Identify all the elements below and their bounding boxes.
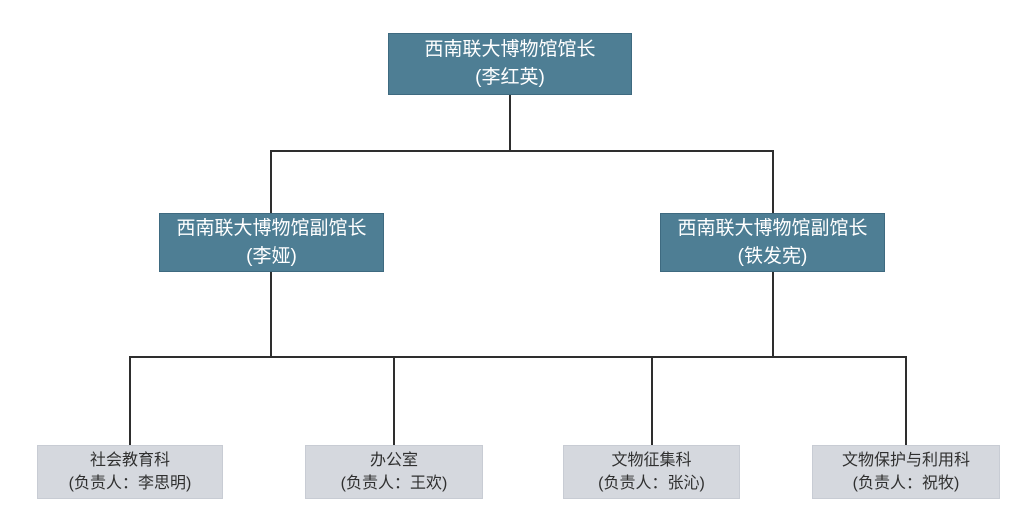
node-deputy-right: 西南联大博物馆副馆长 (铁发宪) xyxy=(660,213,885,272)
connector-level2-horizontal xyxy=(129,356,907,358)
node-dept-1-title: 社会教育科 xyxy=(89,452,170,469)
connector-dept-2-drop xyxy=(393,356,395,445)
connector-dept-3-drop xyxy=(651,356,653,445)
node-director-person: (李红英) xyxy=(475,67,545,88)
connector-deputy-left-stem xyxy=(270,272,272,358)
node-dept-social-education: 社会教育科 (负责人：李思明) xyxy=(37,445,223,499)
node-deputy-left: 西南联大博物馆副馆长 (李娅) xyxy=(159,213,384,272)
node-deputy-right-title: 西南联大博物馆副馆长 xyxy=(677,217,868,239)
node-dept-office: 办公室 (负责人：王欢) xyxy=(305,445,483,499)
node-director: 西南联大博物馆馆长 (李红英) xyxy=(388,33,632,95)
node-dept-relic-protection: 文物保护与利用科 (负责人：祝牧) xyxy=(812,445,1000,499)
node-dept-4-title: 文物保护与利用科 xyxy=(841,452,970,469)
node-director-title: 西南联大博物馆馆长 xyxy=(424,39,596,60)
node-dept-relic-collection: 文物征集科 (负责人：张沁) xyxy=(563,445,740,499)
connector-level1-horizontal xyxy=(270,150,774,152)
connector-deputy-right-stem xyxy=(772,272,774,358)
node-dept-3-title: 文物征集科 xyxy=(611,452,692,469)
connector-deputy-left-drop xyxy=(270,150,272,214)
node-dept-4-person: (负责人：祝牧) xyxy=(852,475,960,492)
connector-dept-4-drop xyxy=(905,356,907,445)
connector-deputy-right-drop xyxy=(772,150,774,214)
node-dept-2-title: 办公室 xyxy=(369,452,418,469)
connector-root-stem xyxy=(509,93,511,152)
node-dept-2-person: (负责人：王欢) xyxy=(340,475,448,492)
node-deputy-left-title: 西南联大博物馆副馆长 xyxy=(176,217,367,239)
node-deputy-right-person: (铁发宪) xyxy=(737,245,808,267)
node-dept-3-person: (负责人：张沁) xyxy=(598,475,705,492)
node-deputy-left-person: (李娅) xyxy=(246,245,297,267)
connector-dept-1-drop xyxy=(129,356,131,445)
node-dept-1-person: (负责人：李思明) xyxy=(68,475,192,492)
